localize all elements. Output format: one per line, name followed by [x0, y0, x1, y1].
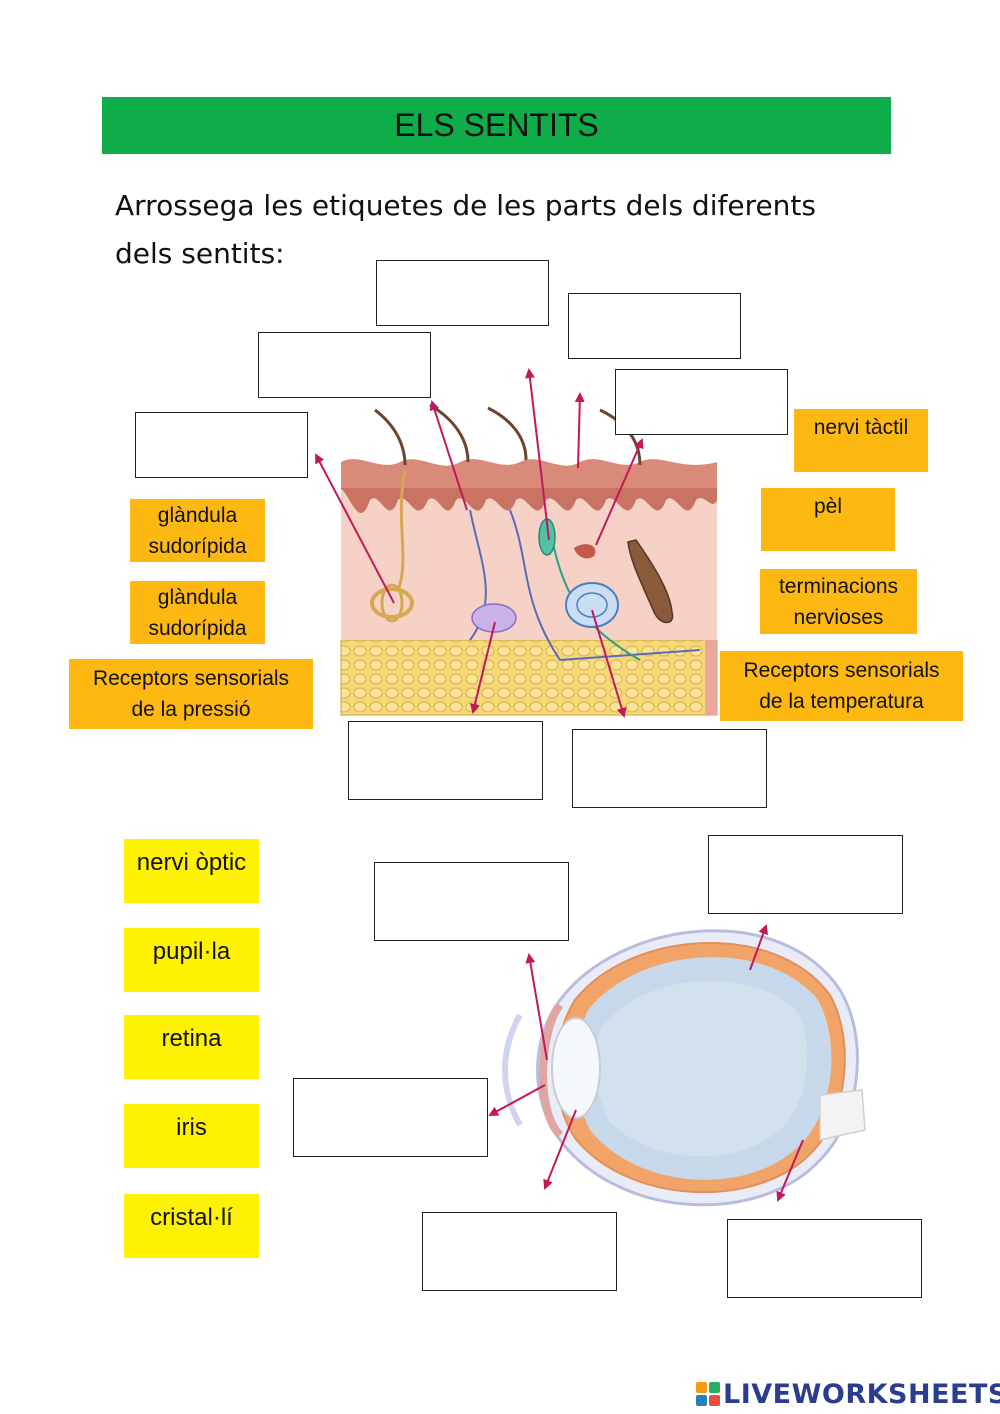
label-cristal-li[interactable]: cristal·lí: [124, 1194, 259, 1258]
label-line: pèl: [813, 495, 843, 518]
liveworksheets-brand: LIVEWORKSHEETS: [723, 1378, 1000, 1410]
label-line: glàndula: [157, 585, 238, 609]
drop-zone-eye-5[interactable]: [727, 1219, 922, 1298]
drop-zone-skin-1[interactable]: [376, 260, 549, 326]
label-line: sudorípida: [148, 616, 247, 640]
drop-zone-skin-5[interactable]: [135, 412, 308, 478]
label-nervi-optic[interactable]: nervi òptic: [124, 839, 259, 903]
label-line: nervi tàctil: [813, 416, 909, 439]
label-receptors-temperatura[interactable]: Receptors sensorials de la temperatura: [720, 651, 963, 721]
drop-zone-skin-6[interactable]: [348, 721, 543, 800]
instructions-line-2: dels sentits:: [115, 237, 285, 270]
label-line: de la temperatura: [759, 690, 924, 713]
drop-zone-eye-4[interactable]: [422, 1212, 617, 1291]
drop-zone-eye-2[interactable]: [708, 835, 903, 914]
label-pel[interactable]: pèl: [761, 488, 895, 551]
label-retina[interactable]: retina: [124, 1015, 259, 1079]
label-glandula-sudoripida-1[interactable]: glàndula sudorípida: [130, 499, 265, 562]
label-terminacions-nervioses[interactable]: terminacions nervioses: [760, 569, 917, 634]
liveworksheets-logo: LIVEWORKSHEETS: [696, 1374, 1000, 1414]
label-line: Receptors sensorials: [92, 667, 290, 690]
skin-diagram: [315, 368, 718, 718]
drop-zone-skin-4[interactable]: [615, 369, 788, 435]
label-nervi-tactil[interactable]: nervi tàctil: [794, 409, 928, 472]
label-line: sudorípida: [148, 534, 247, 558]
liveworksheets-logo-icon: [696, 1382, 720, 1406]
label-receptors-pressio[interactable]: Receptors sensorials de la pressió: [69, 659, 313, 729]
drop-zone-skin-3[interactable]: [258, 332, 431, 398]
page-title: ELS SENTITS: [102, 97, 891, 154]
eye-diagram: [488, 924, 866, 1207]
drop-zone-skin-2[interactable]: [568, 293, 741, 359]
drop-zone-eye-3[interactable]: [293, 1078, 488, 1157]
drop-zone-skin-7[interactable]: [572, 729, 767, 808]
label-line: terminacions: [778, 574, 899, 598]
label-iris[interactable]: iris: [124, 1104, 259, 1168]
instructions-line-1: Arrossega les etiquetes de les parts del…: [115, 189, 816, 222]
label-line: glàndula: [157, 503, 238, 527]
label-glandula-sudoripida-2[interactable]: glàndula sudorípida: [130, 581, 265, 644]
label-line: Receptors sensorials: [743, 659, 940, 682]
label-line: nervioses: [793, 605, 884, 629]
instructions: Arrossega les etiquetes de les parts del…: [115, 182, 875, 278]
label-pupil-la[interactable]: pupil·la: [124, 928, 259, 992]
drop-zone-eye-1[interactable]: [374, 862, 569, 941]
label-line: de la pressió: [131, 698, 251, 721]
